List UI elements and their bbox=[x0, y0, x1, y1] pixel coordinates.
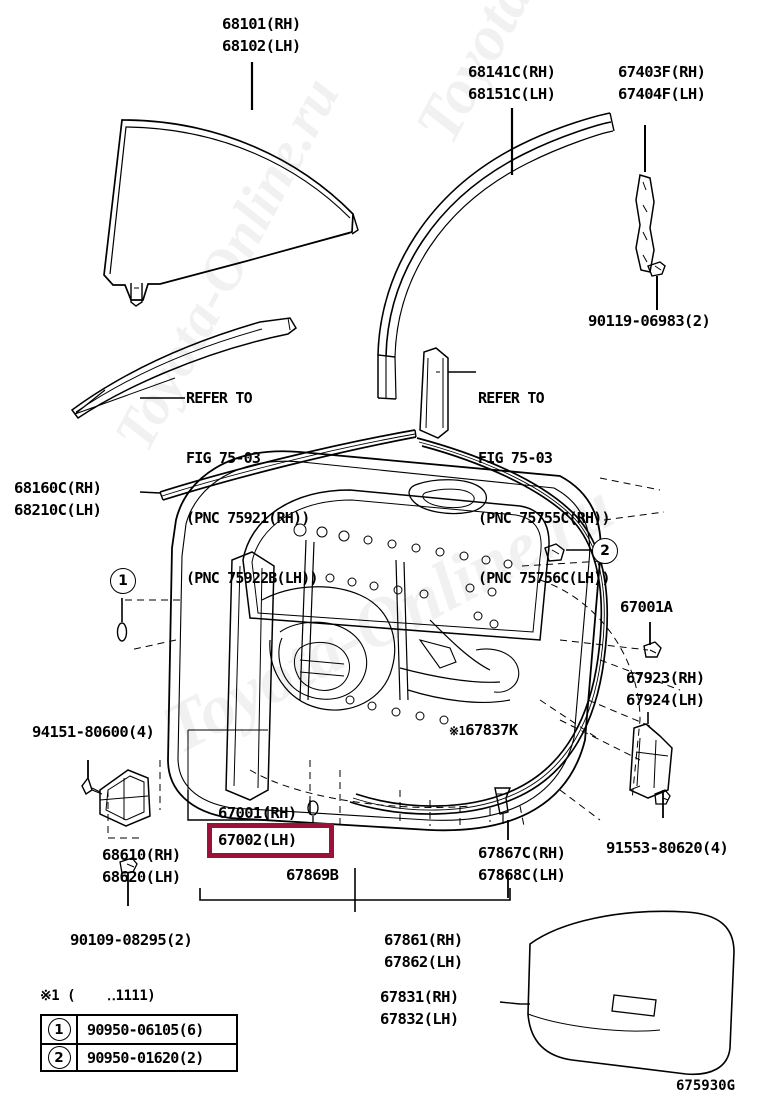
label-frame-lh: 67404F(LH) bbox=[618, 85, 706, 103]
label-hinge-68620-lh: 68620(LH) bbox=[102, 868, 181, 886]
refer-left-line4: (PNC 75922B(LH)) bbox=[186, 569, 319, 587]
footnote-date-range: ※1 ( ‥1111) bbox=[40, 988, 156, 1004]
label-retainer-67868c-lh: 67868C(LH) bbox=[478, 866, 566, 884]
legend-row-1: 1 90950-06105(6) bbox=[42, 1016, 236, 1043]
legend-part-1: 90950-06105(6) bbox=[87, 1020, 204, 1039]
label-part-67837k: ※167837K bbox=[414, 699, 518, 763]
callout-marker-2: 2 bbox=[592, 538, 618, 564]
refer-left-line2: FIG 75-03 bbox=[186, 449, 261, 467]
label-weatherstrip-67861-rh: 67861(RH) bbox=[384, 931, 463, 949]
highlight-box-67002 bbox=[207, 823, 334, 858]
refer-right-line4: (PNC 75756C(LH)) bbox=[478, 569, 611, 587]
label-glass-front-rh: 68101(RH) bbox=[222, 15, 301, 33]
label-cover-67831-rh: 67831(RH) bbox=[380, 988, 459, 1006]
refer-left-line3: (PNC 75921(RH)) bbox=[186, 509, 310, 527]
label-check-67001a: 67001A bbox=[620, 598, 673, 616]
refer-left-line1: REFER TO bbox=[186, 389, 253, 407]
refer-note-right: REFER TO FIG 75-03 (PNC 75755C(RH)) (PNC… bbox=[478, 348, 611, 628]
label-hinge-67923-rh: 67923(RH) bbox=[626, 669, 705, 687]
figure-code: 675930G bbox=[676, 1078, 736, 1094]
label-run-rh: 68141C(RH) bbox=[468, 63, 556, 81]
legend-marker-1: 1 bbox=[42, 1016, 78, 1043]
refer-right-line2: FIG 75-03 bbox=[478, 449, 553, 467]
label-hinge-67924-lh: 67924(LH) bbox=[626, 691, 705, 709]
label-frame-rh: 67403F(RH) bbox=[618, 63, 706, 81]
callout-marker-1: 1 bbox=[110, 568, 136, 594]
legend-part-2: 90950-01620(2) bbox=[87, 1048, 204, 1067]
label-cover-67832-lh: 67832(LH) bbox=[380, 1010, 459, 1028]
label-retainer-67867c-rh: 67867C(RH) bbox=[478, 844, 566, 862]
circle-number-1: 1 bbox=[47, 1018, 71, 1041]
label-glass-front-lh: 68102(LH) bbox=[222, 37, 301, 55]
label-clip-94151: 94151-80600(4) bbox=[32, 723, 155, 741]
label-67837k-text: 67837K bbox=[465, 721, 518, 739]
label-hinge-68610-rh: 68610(RH) bbox=[102, 846, 181, 864]
note-mark-67837k: ※1 bbox=[448, 724, 466, 738]
refer-right-line3: (PNC 75755C(RH)) bbox=[478, 509, 611, 527]
refer-right-line1: REFER TO bbox=[478, 389, 545, 407]
label-belt-moulding-rh: 68160C(RH) bbox=[14, 479, 102, 497]
label-weatherstrip-67862-lh: 67862(LH) bbox=[384, 953, 463, 971]
refer-note-left: REFER TO FIG 75-03 (PNC 75921(RH)) (PNC … bbox=[186, 348, 319, 628]
label-screw-90119: 90119-06983(2) bbox=[588, 312, 711, 330]
legend-table: 1 90950-06105(6) 2 90950-01620(2) bbox=[40, 1014, 238, 1072]
label-panel-67002-lh: 67002(LH) bbox=[218, 831, 297, 849]
label-part-67869b: 67869B bbox=[286, 866, 339, 884]
label-run-lh: 68151C(LH) bbox=[468, 85, 556, 103]
label-panel-67001-rh: 67001(RH) bbox=[218, 804, 297, 822]
label-clip-91553: 91553-80620(4) bbox=[606, 839, 729, 857]
legend-row-2: 2 90950-01620(2) bbox=[42, 1043, 236, 1070]
label-bolt-90109: 90109-08295(2) bbox=[70, 931, 193, 949]
circle-number-2: 2 bbox=[47, 1046, 71, 1069]
label-belt-moulding-lh: 68210C(LH) bbox=[14, 501, 102, 519]
legend-marker-2: 2 bbox=[42, 1045, 78, 1070]
